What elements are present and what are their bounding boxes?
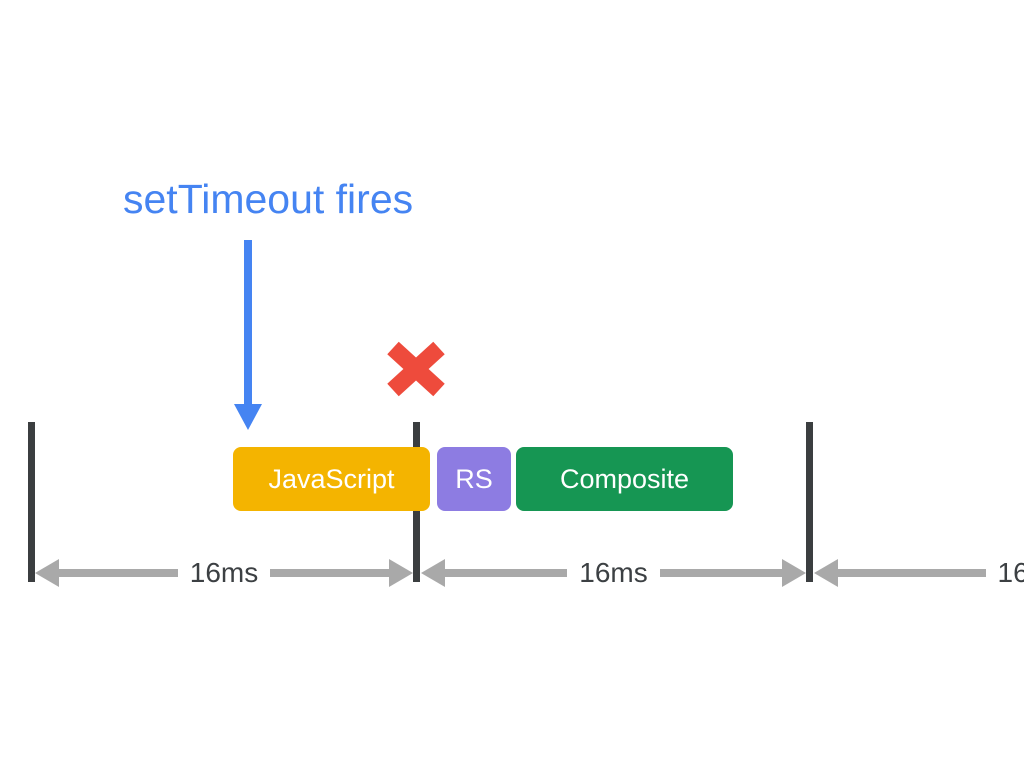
- measure-shaft: [59, 568, 178, 577]
- measure-span-3: 16ms: [814, 558, 1024, 587]
- arrow-down-head-icon: [234, 404, 262, 430]
- task-bar-composite-label: Composite: [559, 463, 690, 494]
- interval-label-2: 16ms: [579, 556, 648, 588]
- measure-span-2: 16ms: [421, 558, 806, 587]
- task-bar-javascript: JavaScript: [233, 447, 430, 511]
- measure-shaft: [270, 568, 389, 577]
- arrowhead-left-icon: [421, 558, 445, 587]
- measure-span-1: 16ms: [35, 558, 413, 587]
- measure-shaft: [659, 568, 782, 577]
- measure-shaft: [445, 568, 568, 577]
- interval-label-3: 16ms: [997, 556, 1024, 588]
- x-mark-icon: [385, 340, 447, 403]
- task-bar-javascript-label: JavaScript: [268, 463, 395, 494]
- arrowhead-right-icon: [389, 558, 413, 587]
- interval-label-1: 16ms: [189, 556, 259, 588]
- frame-boundary-line-1: [28, 422, 35, 582]
- arrow-down-icon: [244, 240, 252, 406]
- task-bar-rs: RS: [437, 447, 511, 511]
- task-bar-rs-label: RS: [455, 463, 493, 494]
- measure-shaft: [838, 568, 986, 577]
- task-bar-composite: Composite: [516, 447, 733, 511]
- arrowhead-right-icon: [782, 558, 806, 587]
- settimeout-fires-label: setTimeout fires: [123, 176, 414, 222]
- arrowhead-left-icon: [814, 558, 838, 587]
- arrowhead-left-icon: [35, 558, 59, 587]
- frame-boundary-line-3: [806, 422, 813, 582]
